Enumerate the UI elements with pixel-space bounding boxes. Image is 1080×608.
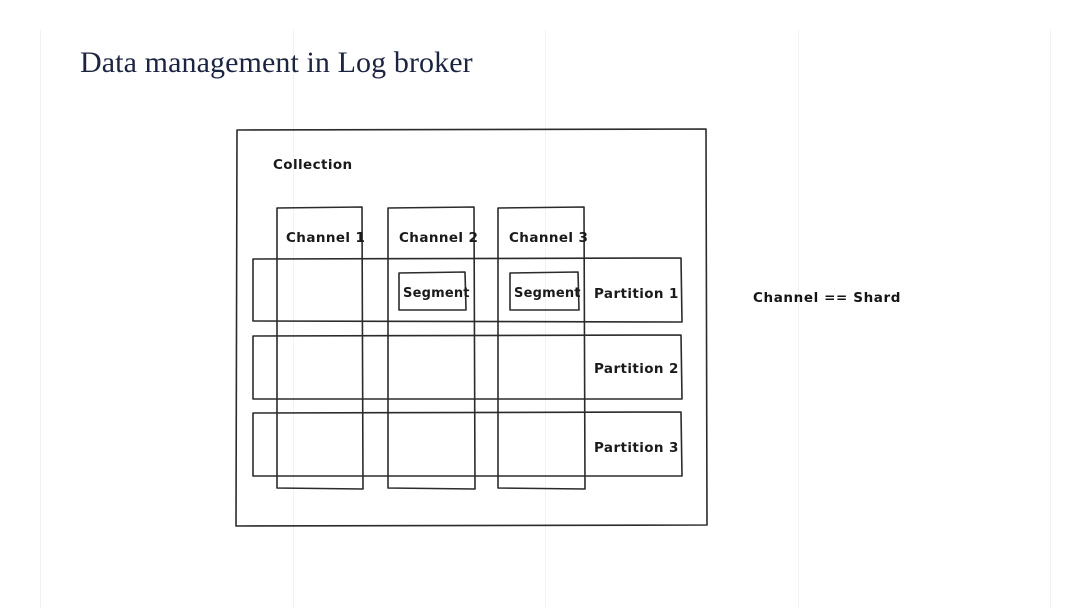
background-guide-line <box>1050 30 1051 608</box>
channel-1-outline <box>276 206 364 490</box>
segment-2-outline <box>509 271 580 311</box>
channel-2-outline <box>387 206 476 490</box>
channel-column-1: Channel 1 <box>276 206 365 490</box>
partition-row-1: Partition 1 <box>252 257 683 323</box>
partition-row-3: Partition 3 <box>252 411 683 477</box>
page-title: Data management in Log broker <box>80 46 473 79</box>
partition-3-outline <box>252 411 683 477</box>
background-guide-line <box>798 30 799 608</box>
partition-1-outline <box>252 257 683 323</box>
channel-column-2: Channel 2 <box>387 206 478 490</box>
channel-3-outline <box>497 206 586 490</box>
collection-box: Collection <box>235 128 708 527</box>
collection-label: Collection <box>273 157 353 173</box>
partition-row-2: Partition 2 <box>252 334 683 400</box>
channel-2-label: Channel 2 <box>399 230 478 246</box>
channel-column-3: Channel 3 <box>497 206 588 490</box>
background-guide-line <box>293 30 294 608</box>
segment-1-label: Segment <box>403 286 470 301</box>
channel-1-label: Channel 1 <box>286 230 365 246</box>
channel-3-label: Channel 3 <box>509 230 588 246</box>
partition-1-label: Partition 1 <box>594 286 679 302</box>
partition-2-outline <box>252 334 683 400</box>
segment-2-label: Segment <box>514 286 581 301</box>
background-guide-line <box>545 30 546 608</box>
background-guide-line <box>40 30 41 608</box>
segment-box-1: Segment <box>398 271 470 311</box>
collection-box-outline <box>235 128 708 527</box>
segment-1-outline <box>398 271 467 311</box>
partition-2-label: Partition 2 <box>594 361 679 377</box>
partition-3-label: Partition 3 <box>594 440 679 456</box>
segment-box-2: Segment <box>509 271 581 311</box>
annotation-text: Channel == Shard <box>753 290 901 306</box>
